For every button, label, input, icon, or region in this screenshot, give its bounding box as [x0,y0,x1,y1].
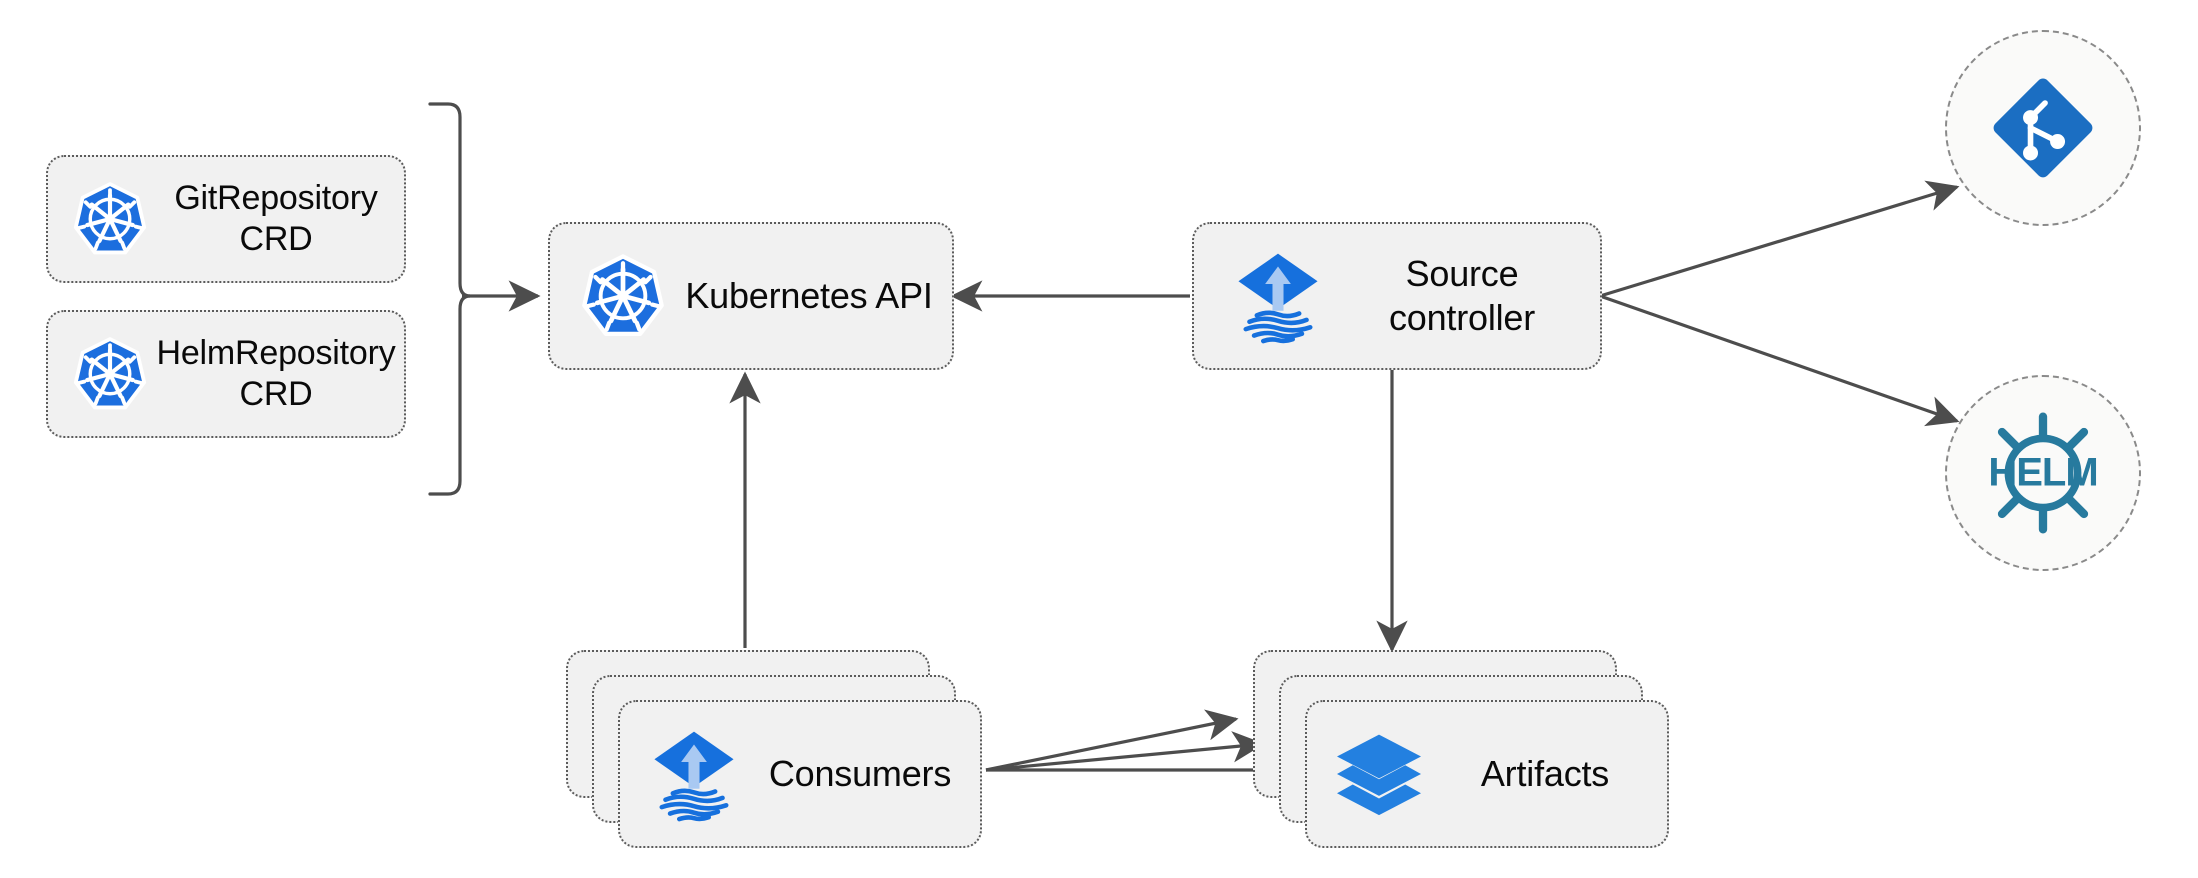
git-icon [1991,76,2095,180]
flux-icon [648,726,740,822]
node-git-repository-crd[interactable]: GitRepository CRD [46,155,406,283]
arrow-source-controller-to-git [1599,180,1960,298]
flux-icon [1232,248,1324,344]
node-kubernetes-api[interactable]: Kubernetes API [548,222,954,370]
arrows-consumers-to-artifacts [985,709,1291,786]
layers-icon [1335,732,1423,816]
crd-group-bracket [428,102,471,496]
node-git-source[interactable] [1945,30,2141,226]
node-label: Artifacts [1480,753,1610,795]
arrow-source-controller-to-helm [1599,294,1960,427]
helm-wheel-icon: HELM [1979,409,2107,537]
node-label: Consumers [768,753,952,795]
kubernetes-icon [580,253,666,339]
node-artifacts[interactable]: Artifacts [1305,700,1669,848]
node-consumers[interactable]: Consumers [618,700,982,848]
helm-label: HELM [1988,450,2098,495]
kubernetes-icon [72,181,148,257]
node-label: HelmRepository CRD [156,333,396,413]
node-helm-source[interactable]: HELM [1945,375,2141,571]
node-source-controller[interactable]: Source controller [1192,222,1602,370]
node-helm-repository-crd[interactable]: HelmRepository CRD [46,310,406,438]
kubernetes-icon [72,336,148,412]
node-label: Source controller [1388,253,1536,338]
node-label: Kubernetes API [685,275,933,317]
node-label: GitRepository CRD [174,178,378,258]
